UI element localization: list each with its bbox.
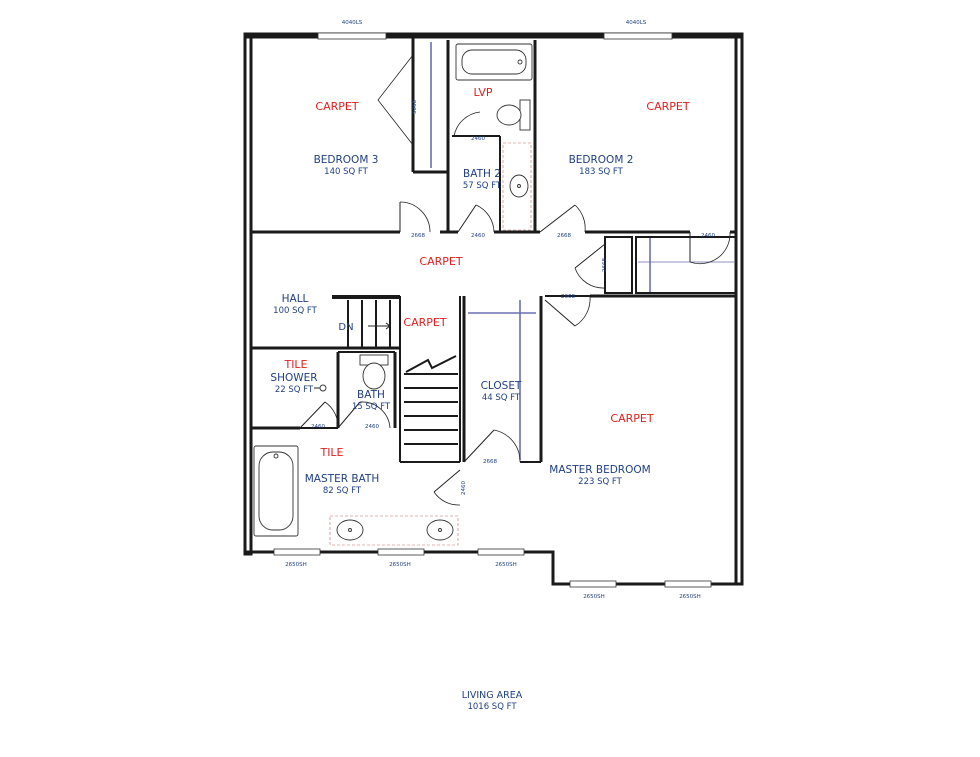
bedroom3-name: BEDROOM 3 bbox=[314, 154, 379, 166]
shower-name: SHOWER bbox=[270, 372, 317, 384]
bath-toilet bbox=[359, 354, 389, 390]
living-area-value: 1016 SQ FT bbox=[467, 702, 517, 712]
door-code: 5068 bbox=[412, 100, 418, 114]
hall-floor-2: CARPET bbox=[403, 316, 446, 329]
shower-area: 22 SQ FT bbox=[275, 385, 314, 395]
master-bath-name: MASTER BATH bbox=[305, 473, 379, 485]
bath2-vanity bbox=[502, 142, 532, 231]
master-bath-floor: TILE bbox=[319, 446, 343, 459]
door-code: 2668 bbox=[557, 233, 571, 239]
doors bbox=[299, 54, 731, 506]
door-code: 2460 bbox=[701, 233, 715, 239]
window-code: 2650SH bbox=[389, 562, 411, 568]
window-code: 4040LS bbox=[626, 20, 647, 26]
windows bbox=[273, 32, 712, 588]
door-code: 2668 bbox=[483, 459, 497, 465]
window-code: 2650SH bbox=[495, 562, 517, 568]
closet-shelves bbox=[430, 42, 734, 460]
door-code: 2460 bbox=[471, 136, 485, 142]
window-code: 2650SH bbox=[285, 562, 307, 568]
door-code: 2668 bbox=[561, 294, 575, 300]
interior-walls bbox=[251, 37, 737, 463]
master-bedroom-name: MASTER BEDROOM bbox=[549, 464, 650, 476]
window-code: 2650SH bbox=[679, 594, 701, 600]
master-bedroom-floor: CARPET bbox=[610, 412, 653, 425]
bedroom2-area: 183 SQ FT bbox=[579, 167, 623, 177]
master-bedroom-area: 223 SQ FT bbox=[578, 477, 622, 487]
shower-valve bbox=[314, 384, 327, 392]
door-code: 2668 bbox=[602, 258, 608, 272]
window-code: 4040LS bbox=[342, 20, 363, 26]
bath2-tub bbox=[455, 43, 533, 81]
closet-name: CLOSET bbox=[481, 380, 522, 392]
exterior-walls bbox=[243, 32, 744, 586]
bedroom2-name: BEDROOM 2 bbox=[569, 154, 634, 166]
bath2-toilet bbox=[496, 99, 531, 131]
bedroom2-floor: CARPET bbox=[646, 100, 689, 113]
door-code: 2460 bbox=[311, 424, 325, 430]
master-tub bbox=[253, 445, 299, 537]
hall-area: 100 SQ FT bbox=[273, 306, 317, 316]
stairs bbox=[332, 295, 458, 445]
bath-name: BATH bbox=[357, 389, 385, 401]
closet-area: 44 SQ FT bbox=[482, 393, 521, 403]
bath2-floor: LVP bbox=[473, 86, 492, 99]
hall-name: HALL bbox=[282, 293, 309, 305]
bedroom3-area: 140 SQ FT bbox=[324, 167, 368, 177]
window-code: 2650SH bbox=[583, 594, 605, 600]
living-area-label: LIVING AREA bbox=[462, 690, 523, 701]
bath-area: 15 SQ FT bbox=[352, 402, 391, 412]
door-code: 2460 bbox=[471, 233, 485, 239]
stair-direction-label: DN bbox=[338, 322, 353, 333]
door-code: 2460 bbox=[461, 481, 467, 495]
bedroom3-floor: CARPET bbox=[315, 100, 358, 113]
door-code: 2460 bbox=[365, 424, 379, 430]
shower-floor: TILE bbox=[283, 358, 307, 371]
hall-floor: CARPET bbox=[419, 255, 462, 268]
master-bath-area: 82 SQ FT bbox=[323, 486, 362, 496]
door-code: 2668 bbox=[411, 233, 425, 239]
bath2-name: BATH 2 bbox=[463, 168, 501, 180]
master-vanity bbox=[329, 515, 459, 546]
bath2-area: 57 SQ FT bbox=[463, 181, 502, 191]
